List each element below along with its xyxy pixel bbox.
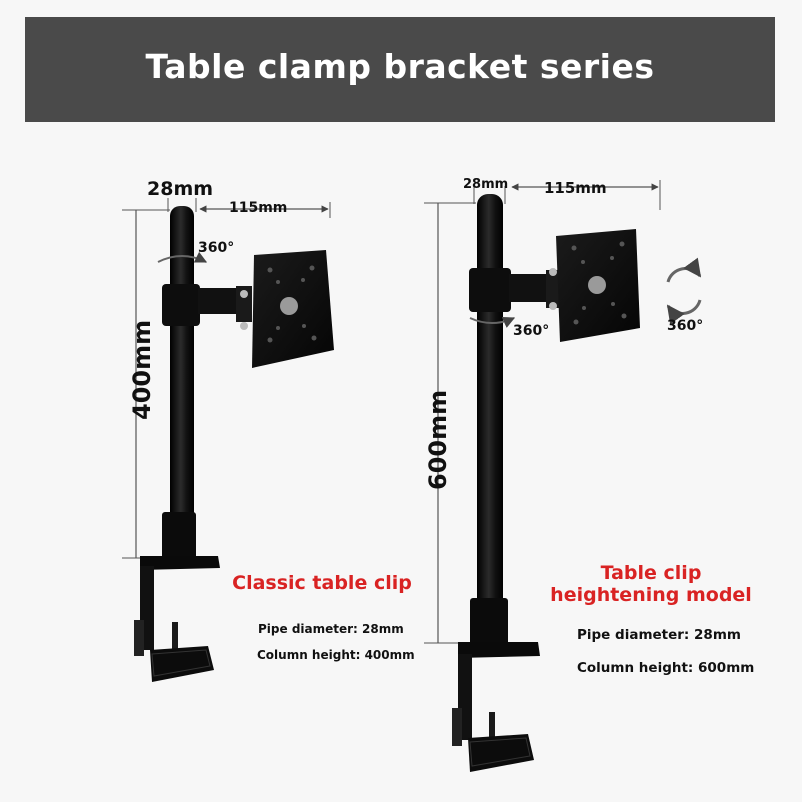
left-spec-pipe-diameter: Pipe diameter: 28mm: [258, 622, 404, 636]
left-base-sleeve: [162, 512, 196, 562]
left-spec-column-height: Column height: 400mm: [257, 648, 415, 662]
right-clamp-screw: [489, 712, 495, 746]
right-pole: [477, 194, 503, 614]
rotation-cycle-icon: [666, 257, 702, 325]
left-pole: [170, 206, 194, 526]
left-clamp-top: [140, 556, 220, 570]
right-clamp-top: [458, 642, 540, 658]
right-collar: [469, 268, 511, 312]
left-model-name: Classic table clip: [232, 572, 412, 594]
right-model-name-line2: heightening model: [550, 584, 752, 606]
right-pipe-width-label: 28mm: [463, 177, 509, 192]
right-spec-pipe-diameter: Pipe diameter: 28mm: [577, 627, 741, 643]
right-bracket: [424, 180, 702, 772]
right-arm: [509, 274, 551, 302]
left-collar: [162, 284, 200, 326]
right-height-label: 600mm: [424, 389, 452, 490]
right-rotation-arrow-icon: [469, 317, 516, 328]
left-arm-length-label: 115mm: [229, 200, 288, 216]
left-rotation-arrow-icon: [157, 251, 208, 263]
right-base-sleeve: [470, 598, 508, 648]
left-pipe-width-label: 28mm: [147, 178, 214, 200]
right-rotation-mount-label: 360°: [513, 323, 550, 339]
left-bracket: [122, 198, 334, 682]
left-vesa-center-bolt: [280, 297, 298, 315]
right-rotation-side-label: 360°: [667, 318, 704, 334]
right-spec-column-height: Column height: 600mm: [577, 660, 755, 676]
left-clamp-pad: [150, 646, 214, 682]
right-arm-length-label: 115mm: [544, 179, 607, 197]
right-vesa-center-bolt: [588, 276, 606, 294]
page-title: Table clamp bracket series: [145, 47, 655, 86]
right-clamp-pad: [468, 734, 534, 772]
right-model-name-line1: Table clip: [600, 562, 702, 584]
left-rotation-label: 360°: [198, 240, 235, 256]
left-height-label: 400mm: [128, 319, 156, 420]
left-clamp-screw: [172, 622, 178, 656]
header-banner: Table clamp bracket series: [25, 17, 775, 122]
